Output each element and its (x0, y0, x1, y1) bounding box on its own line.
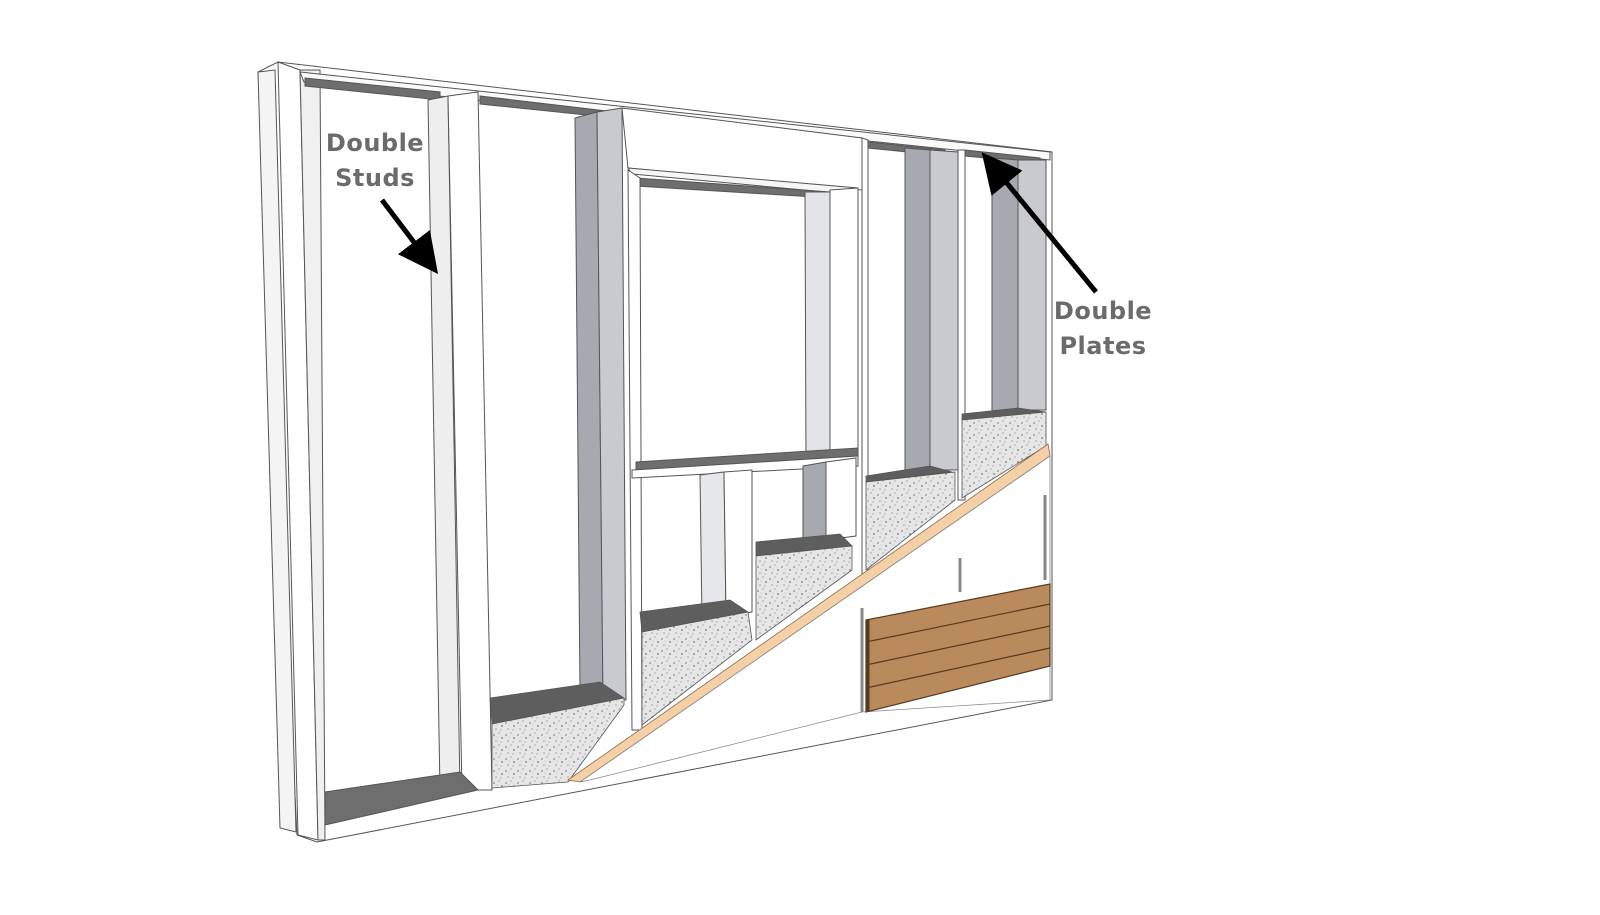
label-line: Double (325, 129, 425, 157)
siding (865, 583, 1051, 713)
double-studs-label: Double Studs (318, 126, 432, 196)
label-line: Double (1053, 297, 1153, 325)
double-plates-label: Double Plates (1046, 294, 1160, 364)
sheathing (566, 443, 1051, 783)
double-plates-arrow (981, 152, 1098, 294)
label-line: Plates (1059, 332, 1147, 360)
label-line: Studs (335, 164, 415, 192)
double-studs-arrow (380, 198, 439, 274)
wall-frame (257, 61, 1053, 843)
insulation (489, 407, 1047, 789)
